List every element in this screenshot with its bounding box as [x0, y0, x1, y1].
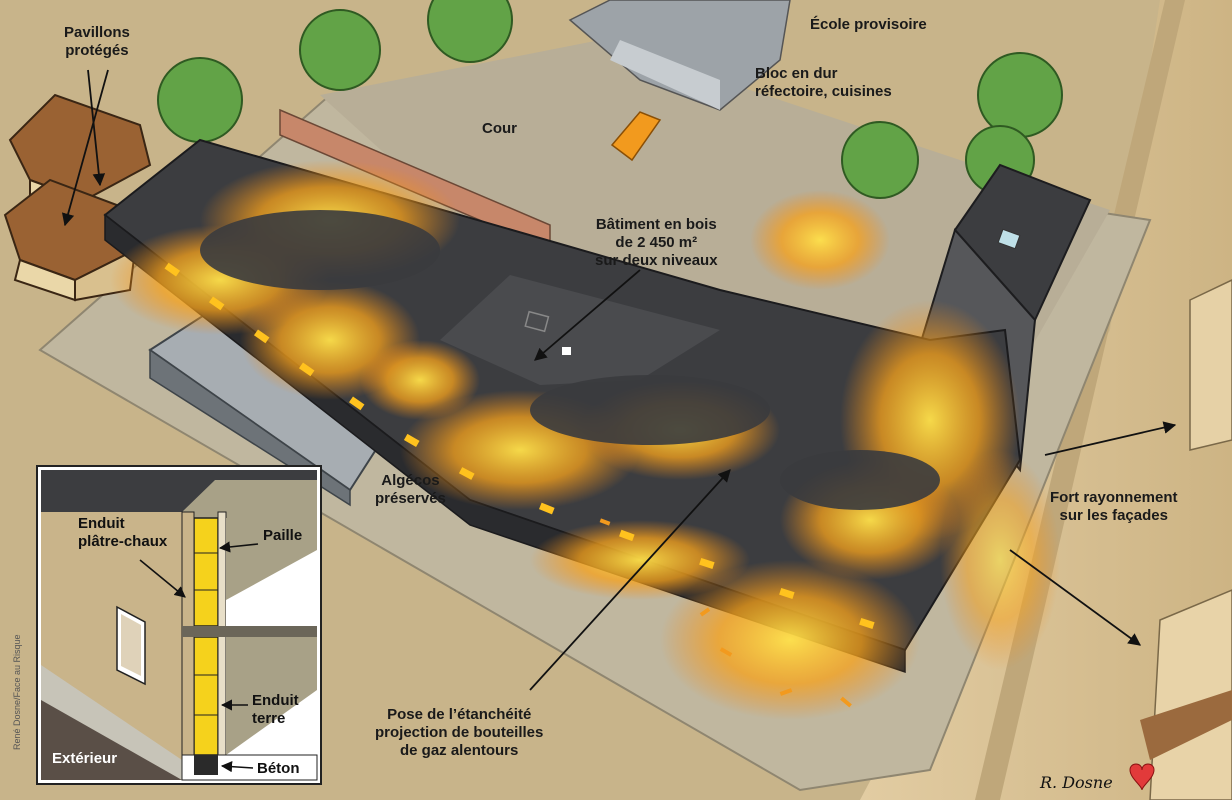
wall-section-inset — [36, 465, 322, 785]
roof-hatch — [524, 310, 550, 333]
skylight — [997, 228, 1021, 250]
house-right-1 — [1189, 279, 1232, 451]
debris — [599, 518, 852, 708]
smoke — [200, 210, 940, 510]
pavillons-houses — [3, 93, 152, 302]
pose-arrow — [529, 469, 731, 691]
facade-windows-fire — [164, 262, 875, 629]
road — [860, 0, 1232, 800]
label-beton: Béton — [257, 760, 300, 777]
pavillon-arrow-2 — [61, 69, 109, 227]
label-exterieur: Extérieur — [52, 750, 118, 767]
house-right-roof — [1140, 690, 1232, 760]
radiation-arrow-2 — [1009, 549, 1142, 646]
credit-text: René Dosne/Face au Risque — [12, 634, 22, 750]
label-paille: Paille — [263, 527, 303, 544]
roof-section — [440, 275, 720, 385]
signature: R. Dosne — [1040, 773, 1113, 792]
label-ecole: École provisoire — [810, 16, 927, 33]
pavillon-arrow-1 — [87, 69, 106, 187]
container — [610, 111, 662, 162]
radiation-arrow-1 — [1044, 421, 1177, 456]
heart-icon — [1129, 763, 1155, 791]
ecole-provisoire-building — [568, 0, 791, 111]
batiment-arrow — [534, 269, 641, 361]
ecole-roof-light — [610, 40, 720, 110]
label-cour: Cour — [482, 120, 517, 137]
roof-vent — [562, 347, 571, 355]
